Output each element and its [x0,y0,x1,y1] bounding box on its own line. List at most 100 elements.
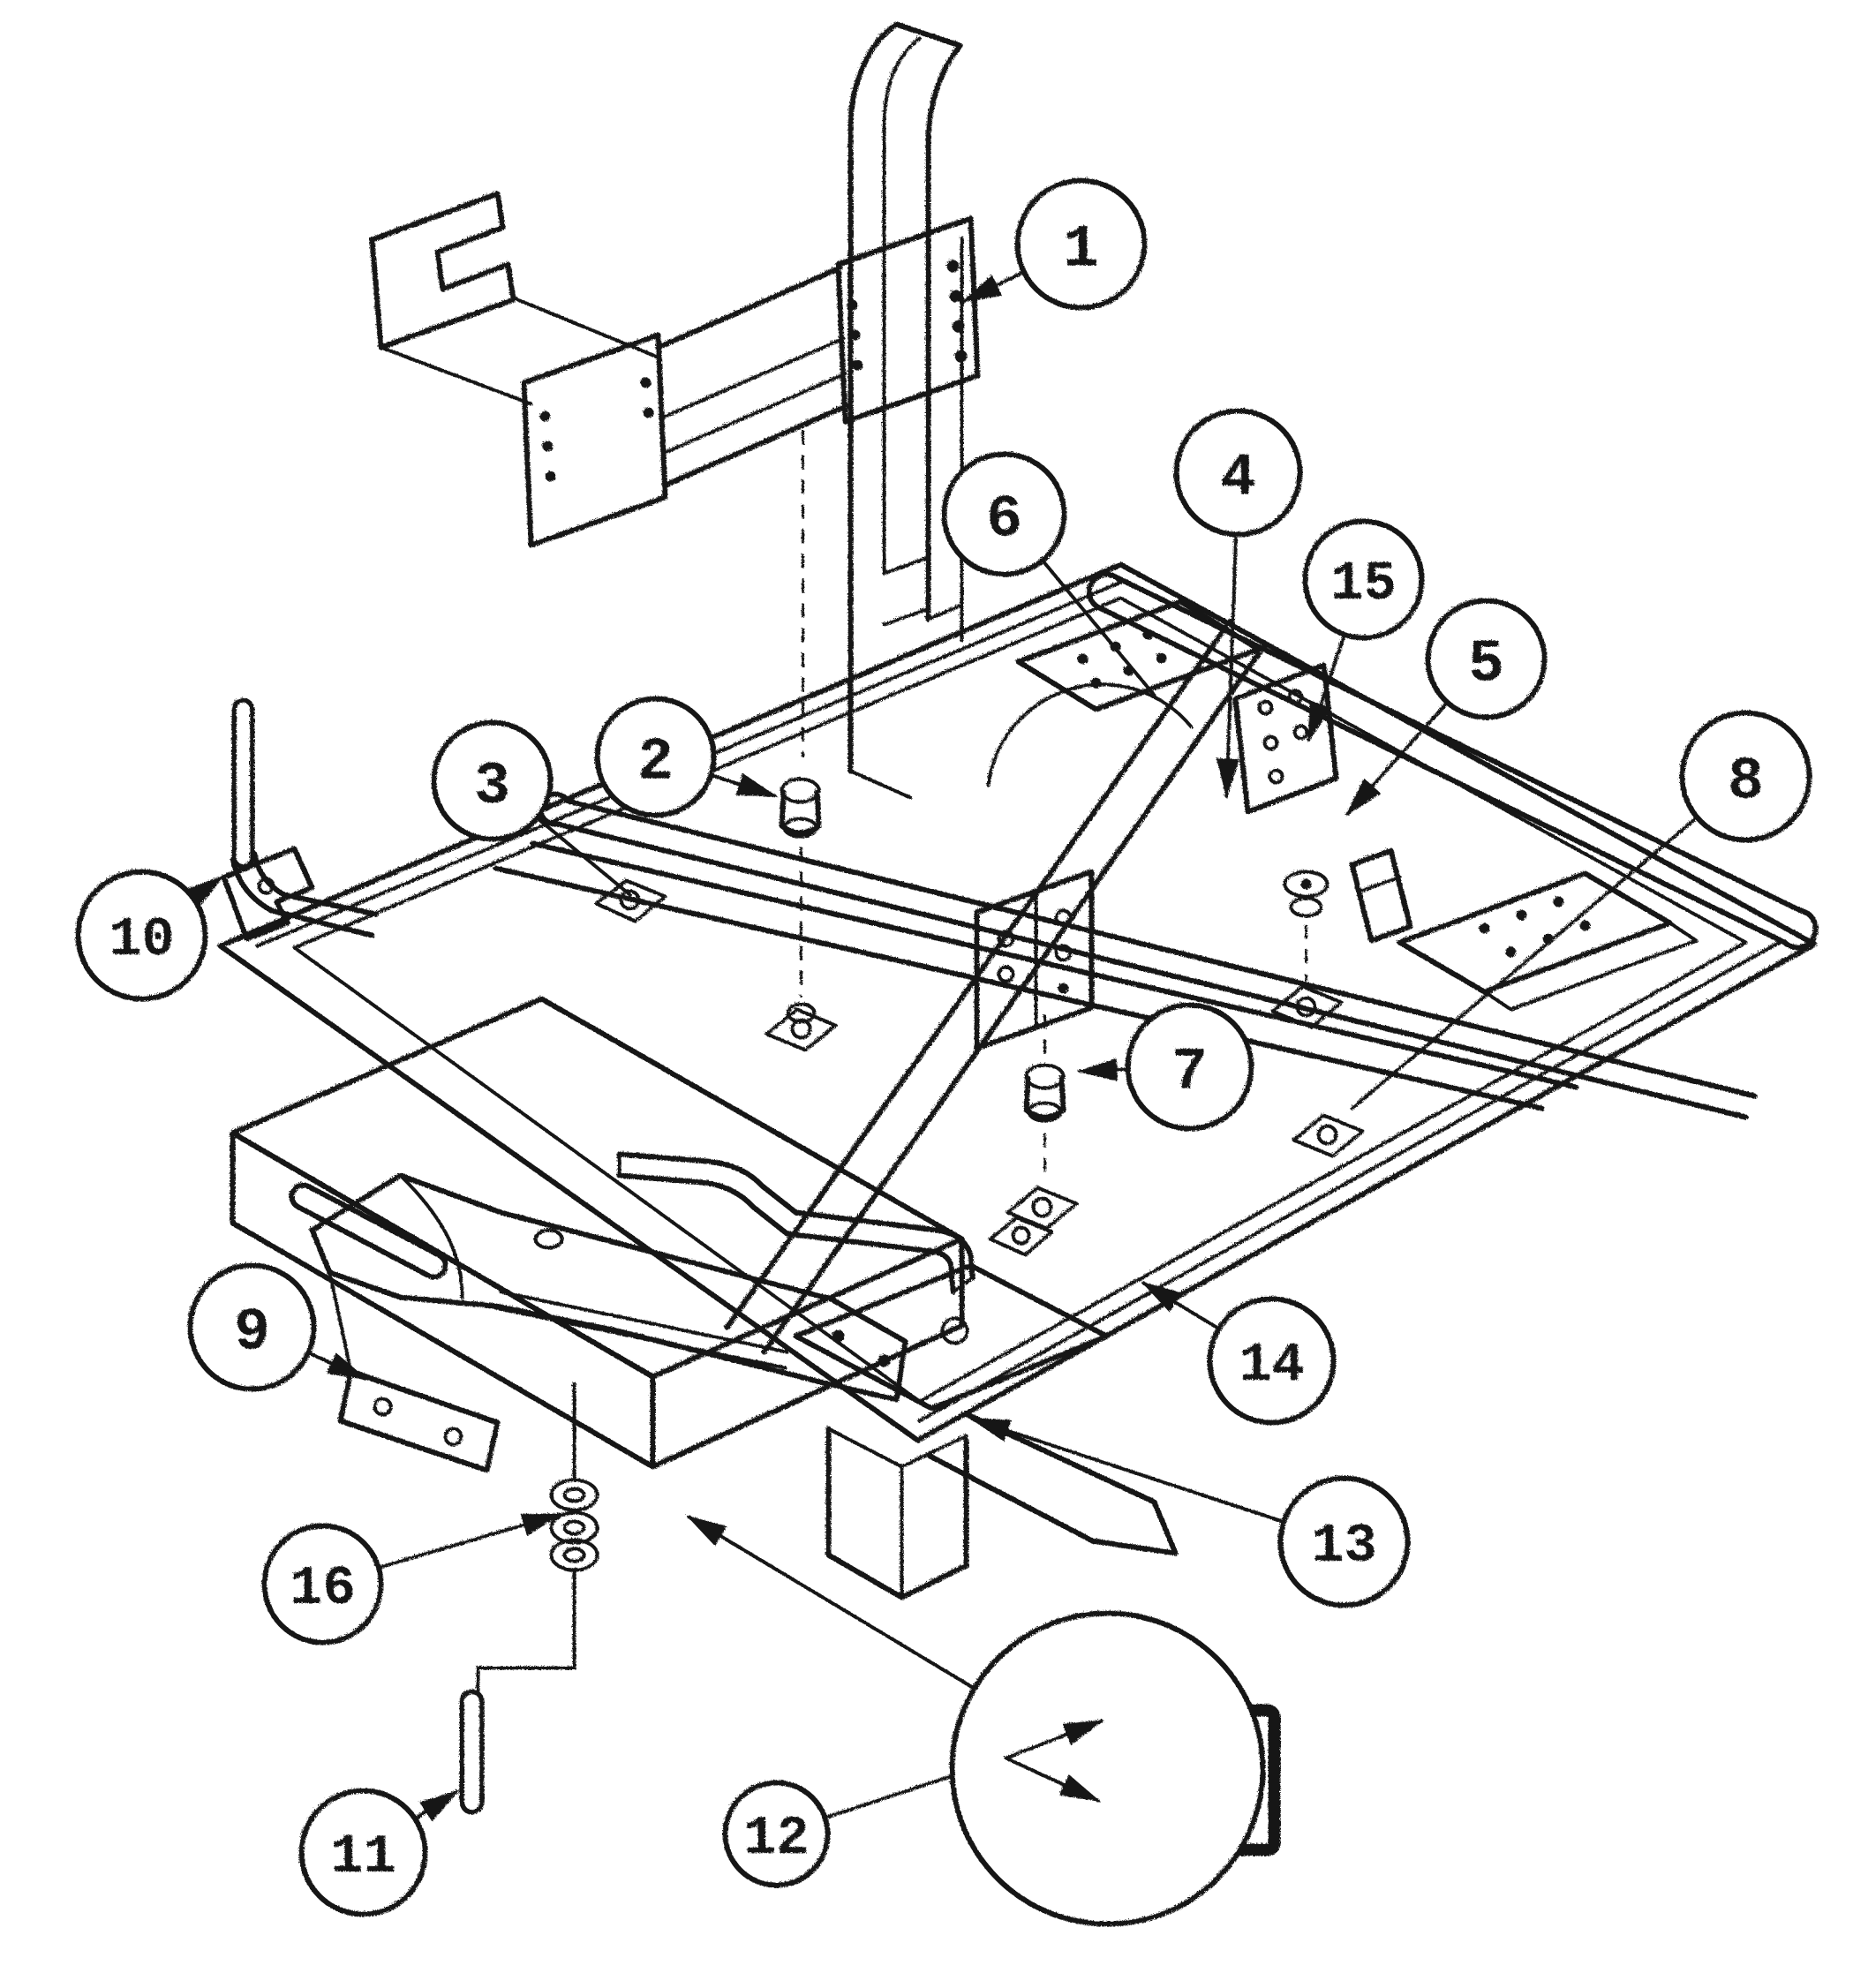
hardware-step-line [475,1568,575,1691]
callout-leader-14 [1139,1280,1220,1329]
deck-rail-double [254,579,1780,1421]
deck-inner-frame [291,595,1746,1402]
spring-arc [985,681,1192,786]
callout-11: 11 [298,1787,459,1916]
callout-number-8: 8 [1727,747,1763,815]
wedge-bracket [1348,847,1412,942]
perf-hole [1155,651,1165,662]
callout-leader-1 [959,268,1025,302]
arm-hole [532,1227,562,1248]
washer-stack-part16 [548,1477,598,1570]
callout-number-3: 3 [473,751,509,819]
channel-beam [654,264,848,486]
seat-mount-crossbar-part1 [368,190,979,546]
detail-arrow-1 [1003,1755,1100,1801]
plate-hole [846,298,856,309]
l-bracket [973,868,1093,1050]
callout-circle-1 [1013,177,1146,309]
callout-leader-7 [1075,1057,1129,1081]
detail-circle-outline [948,1609,1264,1925]
callout-number-4: 4 [1219,443,1255,511]
south-corner-box [825,1425,968,1599]
pad-hole [1315,1123,1337,1144]
l-bracket-hole [1053,943,1071,960]
l-bracket-hole [1053,907,1071,925]
callout-circle-2 [593,695,715,817]
callout-circle-8 [1678,709,1811,841]
l-bracket-hole [1057,982,1067,992]
callout-circle-5 [1424,597,1546,719]
channel-beam-inner [659,335,846,454]
latch-tail [926,1410,1177,1555]
latch-hole [831,1329,843,1341]
mount-pad [764,1006,836,1050]
callout-circle-7 [1124,1001,1253,1130]
strap-lower-edge [615,1171,954,1293]
pivot-arm [308,1171,907,1401]
callout-leader-9 [305,1349,367,1379]
bracket-hole [1292,723,1307,739]
u-tube-right-hairpin [1781,907,1818,949]
callout-leader-6 [1039,557,1155,696]
perf-hole [1515,908,1525,919]
plate-hole [953,349,966,361]
plate-hole [642,406,652,417]
pad-hole [618,888,639,909]
callout-3: 3 [430,719,630,895]
plate-hole [851,358,862,369]
callout-circle-16 [260,1522,382,1644]
mount-pad [1005,1185,1077,1229]
callout-leader-15 [1306,631,1345,742]
callout-number-14: 14 [1238,1333,1303,1396]
pad-hole [1030,1195,1051,1216]
slab-top-face [229,995,963,1378]
callout-15: 15 [1301,517,1423,742]
plate-hole [948,289,960,301]
strap-upper-edge [615,1150,974,1279]
latch-hole [939,1315,968,1344]
l-bracket-hole [996,929,1013,946]
detail-arrow-0 [1003,1718,1103,1758]
callout-leader-2 [707,772,777,796]
callout-circle-3 [430,719,552,840]
callout-1: 1 [959,177,1146,309]
callout-16: 16 [260,1511,561,1644]
callout-number-12: 12 [742,1806,808,1869]
pivot-arm-assembly [308,1171,907,1478]
strap-ends [616,1151,973,1292]
callout-number-6: 6 [985,485,1021,553]
callout-number-15: 15 [1329,552,1395,614]
right-end-plate [834,215,979,423]
plate-hole [848,328,859,339]
deck-outer-frame [216,561,1816,1442]
slab-slot-inner [293,1186,441,1273]
callout-12: 12 [721,1755,1006,1886]
callout-leader-4 [1215,531,1239,798]
callout-number-2: 2 [636,727,673,795]
perf-hole [1504,945,1515,956]
callout-leader-10 [184,873,224,907]
callout-10: 10 [74,868,224,1000]
wedge-fold [1358,874,1400,892]
callout-7: 7 [1075,1001,1253,1130]
column-neck [846,20,961,146]
latch-hole [877,1353,889,1366]
bolt-7-head [1023,1062,1064,1088]
callout-number-7: 7 [1171,1037,1207,1105]
foot-hole [372,1396,391,1415]
perf-hole [1552,895,1563,906]
plate-hole [541,440,552,450]
plate-hole [951,319,963,331]
frame-deck [216,561,1818,1599]
latch-plate [792,1261,1108,1410]
hardware [229,429,1412,1813]
bracket-hole [1286,688,1302,704]
callout-leader-16 [375,1511,561,1569]
bolt-2-body [778,788,820,834]
callout-leader-3 [533,815,630,895]
callout-2: 2 [593,695,777,817]
callout-number-9: 9 [233,1298,269,1366]
u-tube-left-hairpin [1085,570,1117,608]
bushing-part5-lower [1288,895,1322,916]
